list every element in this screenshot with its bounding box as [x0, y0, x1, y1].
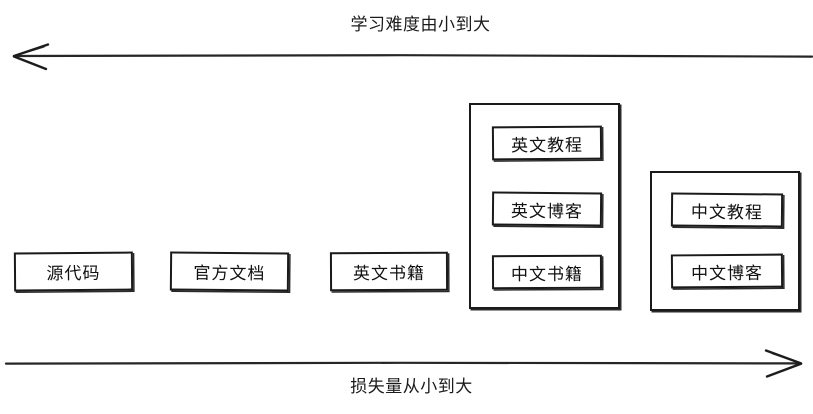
node-label: 英文博客 [510, 201, 584, 222]
node-box-official-docs[interactable]: 官方文档 [169, 251, 290, 292]
node-label: 中文博客 [690, 263, 764, 284]
node-label: 官方文档 [193, 263, 266, 285]
arrow-left-icon [12, 43, 813, 71]
top-axis-arrow [12, 43, 813, 71]
node-label: 英文书籍 [352, 263, 426, 285]
node-box-source-code[interactable]: 源代码 [13, 251, 134, 292]
node-box-chinese-books[interactable]: 中文书籍 [491, 254, 603, 290]
bottom-axis-label: 损失量从小到大 [350, 377, 473, 397]
node-box-chinese-tutorial[interactable]: 中文教程 [670, 192, 784, 228]
node-label: 中文书籍 [510, 264, 584, 285]
node-box-chinese-blog[interactable]: 中文博客 [670, 253, 784, 289]
node-box-english-books[interactable]: 英文书籍 [329, 251, 449, 292]
group-box-english[interactable]: 英文教程 英文博客 中文书籍 [469, 103, 620, 309]
node-box-english-tutorial[interactable]: 英文教程 [491, 125, 603, 161]
node-label: 源代码 [46, 263, 101, 285]
group-box-chinese[interactable]: 中文教程 中文博客 [650, 171, 800, 311]
node-label: 英文教程 [510, 135, 584, 156]
top-axis-label: 学习难度由小到大 [350, 15, 491, 35]
node-box-english-blog[interactable]: 英文博客 [491, 191, 603, 227]
node-label: 中文教程 [690, 202, 764, 223]
